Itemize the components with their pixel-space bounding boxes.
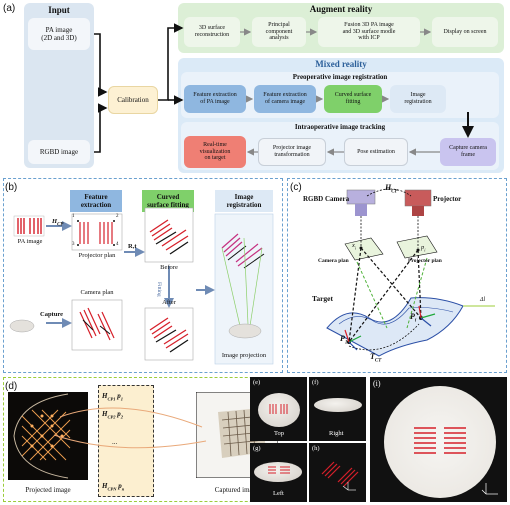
dish-main bbox=[384, 386, 496, 498]
panel-label-a: (a) bbox=[3, 3, 16, 14]
augment-step-surface: 3D surface reconstruction bbox=[184, 17, 240, 47]
corner-label-4: 4 bbox=[116, 242, 119, 247]
pa-image-box: PA image (2D and 3D) bbox=[28, 18, 90, 50]
after-label: After bbox=[162, 299, 176, 306]
input-title: Input bbox=[48, 4, 70, 15]
panel-label-e: (e) bbox=[253, 379, 261, 386]
rgbd-camera-label: RGBD Camera bbox=[303, 195, 350, 203]
intraop-step-transform: Projector image transformation bbox=[258, 138, 326, 166]
header-curved-fitting: Curved surface fitting bbox=[142, 190, 194, 212]
rgbd-image-box: RGBD image bbox=[28, 140, 90, 164]
panel-label-d: (d) bbox=[5, 381, 18, 392]
intraop-step-pose: Pose estimation bbox=[344, 138, 408, 166]
fitting-label: Fitting bbox=[156, 282, 162, 297]
projector-plan-label-c: Projector plan bbox=[408, 258, 442, 264]
pi-label: Pi bbox=[410, 312, 417, 324]
augment-step-display: Display on screen bbox=[432, 17, 498, 47]
pi-small-label: pi bbox=[421, 244, 426, 253]
dish-top-marks bbox=[269, 404, 288, 414]
dish-left-marks bbox=[268, 466, 290, 474]
panel-h-plate bbox=[309, 443, 366, 502]
target-label: Target bbox=[312, 294, 333, 303]
top-label: Top bbox=[274, 430, 285, 437]
camera-plan-label: Camera plan bbox=[80, 289, 114, 296]
preop-step-camera: Feature extraction of camera image bbox=[254, 85, 316, 113]
rt-label: R,t bbox=[128, 243, 137, 250]
axis-icon bbox=[481, 483, 498, 495]
mixed-title: Mixed reality bbox=[315, 59, 367, 70]
panel-d-connectors bbox=[53, 407, 207, 449]
intraop-step-realtime: Real-time visualization on target bbox=[184, 136, 246, 168]
header-feature-extraction: Feature extraction bbox=[70, 190, 122, 212]
homography-n: HCPN pn bbox=[102, 482, 125, 492]
panel-a-arrows bbox=[94, 23, 474, 156]
panel-label-g: (g) bbox=[253, 445, 261, 452]
preop-title: Preoperative image registration bbox=[292, 73, 388, 82]
preop-step-curved: Curved surface fitting bbox=[324, 85, 382, 113]
tct-label: TCT bbox=[370, 352, 382, 364]
corner-label-1: 1 bbox=[72, 214, 75, 219]
captured-image-label: Captured image bbox=[214, 486, 260, 494]
xc-label: xi bbox=[352, 242, 357, 251]
dish-main-marks bbox=[414, 427, 466, 454]
corner-label-2: 2 bbox=[116, 214, 119, 219]
augment-step-pca: Principal component analysis bbox=[252, 17, 306, 47]
dish-right bbox=[314, 398, 362, 412]
projector-label: Projector bbox=[433, 195, 462, 203]
right-label: Right bbox=[329, 430, 344, 437]
hcp-label-c: HCP bbox=[385, 183, 398, 195]
before-label: Before bbox=[160, 264, 178, 271]
panel-b-graphics bbox=[9, 207, 274, 365]
panel-c-graphics bbox=[326, 188, 495, 357]
panel-label-b: (b) bbox=[5, 182, 18, 193]
intraop-title: Intraoperative image tracking bbox=[294, 123, 386, 132]
header-image-registration: Image registration bbox=[215, 190, 273, 212]
pa-image-label: PA image bbox=[17, 238, 43, 245]
homography-ellipsis: ... bbox=[112, 438, 118, 446]
panel-label-c: (c) bbox=[290, 182, 302, 193]
panel-b-frame bbox=[3, 178, 283, 373]
preop-step-pa: Feature extraction of PA image bbox=[184, 85, 246, 113]
delta-label: Δl bbox=[480, 297, 486, 303]
capture-label: Capture bbox=[40, 311, 63, 318]
hcp-label-b: HCP bbox=[52, 218, 64, 228]
projected-image-graphic bbox=[8, 392, 88, 480]
camera-plan-label-c: Camera plan bbox=[318, 258, 349, 264]
image-projection-label: Image projection bbox=[221, 352, 267, 359]
panel-label-h: (h) bbox=[312, 445, 320, 452]
preop-step-registration: Image registration bbox=[390, 85, 446, 113]
projected-image-label: Projected image bbox=[25, 486, 71, 494]
corner-label-3: 3 bbox=[72, 242, 75, 247]
panel-label-f: (f) bbox=[312, 379, 319, 386]
augment-step-fusion: Fusion 3D PA image and 3D surface modle … bbox=[318, 17, 420, 47]
panel-c-frame bbox=[287, 178, 507, 373]
intraop-step-capture: Capture camera frame bbox=[440, 138, 496, 166]
augment-title: Augment reality bbox=[309, 4, 373, 15]
homography-2: HCP2 p2 bbox=[102, 410, 123, 420]
homography-1: HCP1 p1 bbox=[102, 392, 123, 402]
p1-label: P1 bbox=[340, 334, 348, 346]
dish-top bbox=[258, 393, 300, 427]
homography-box bbox=[98, 385, 154, 497]
projector-plan-label: Projector plan bbox=[78, 252, 116, 259]
panel-h-marks bbox=[321, 461, 359, 491]
left-label: Left bbox=[273, 490, 284, 497]
calibration-box: Calibration bbox=[108, 86, 158, 114]
panel-label-i: (i) bbox=[373, 379, 381, 388]
